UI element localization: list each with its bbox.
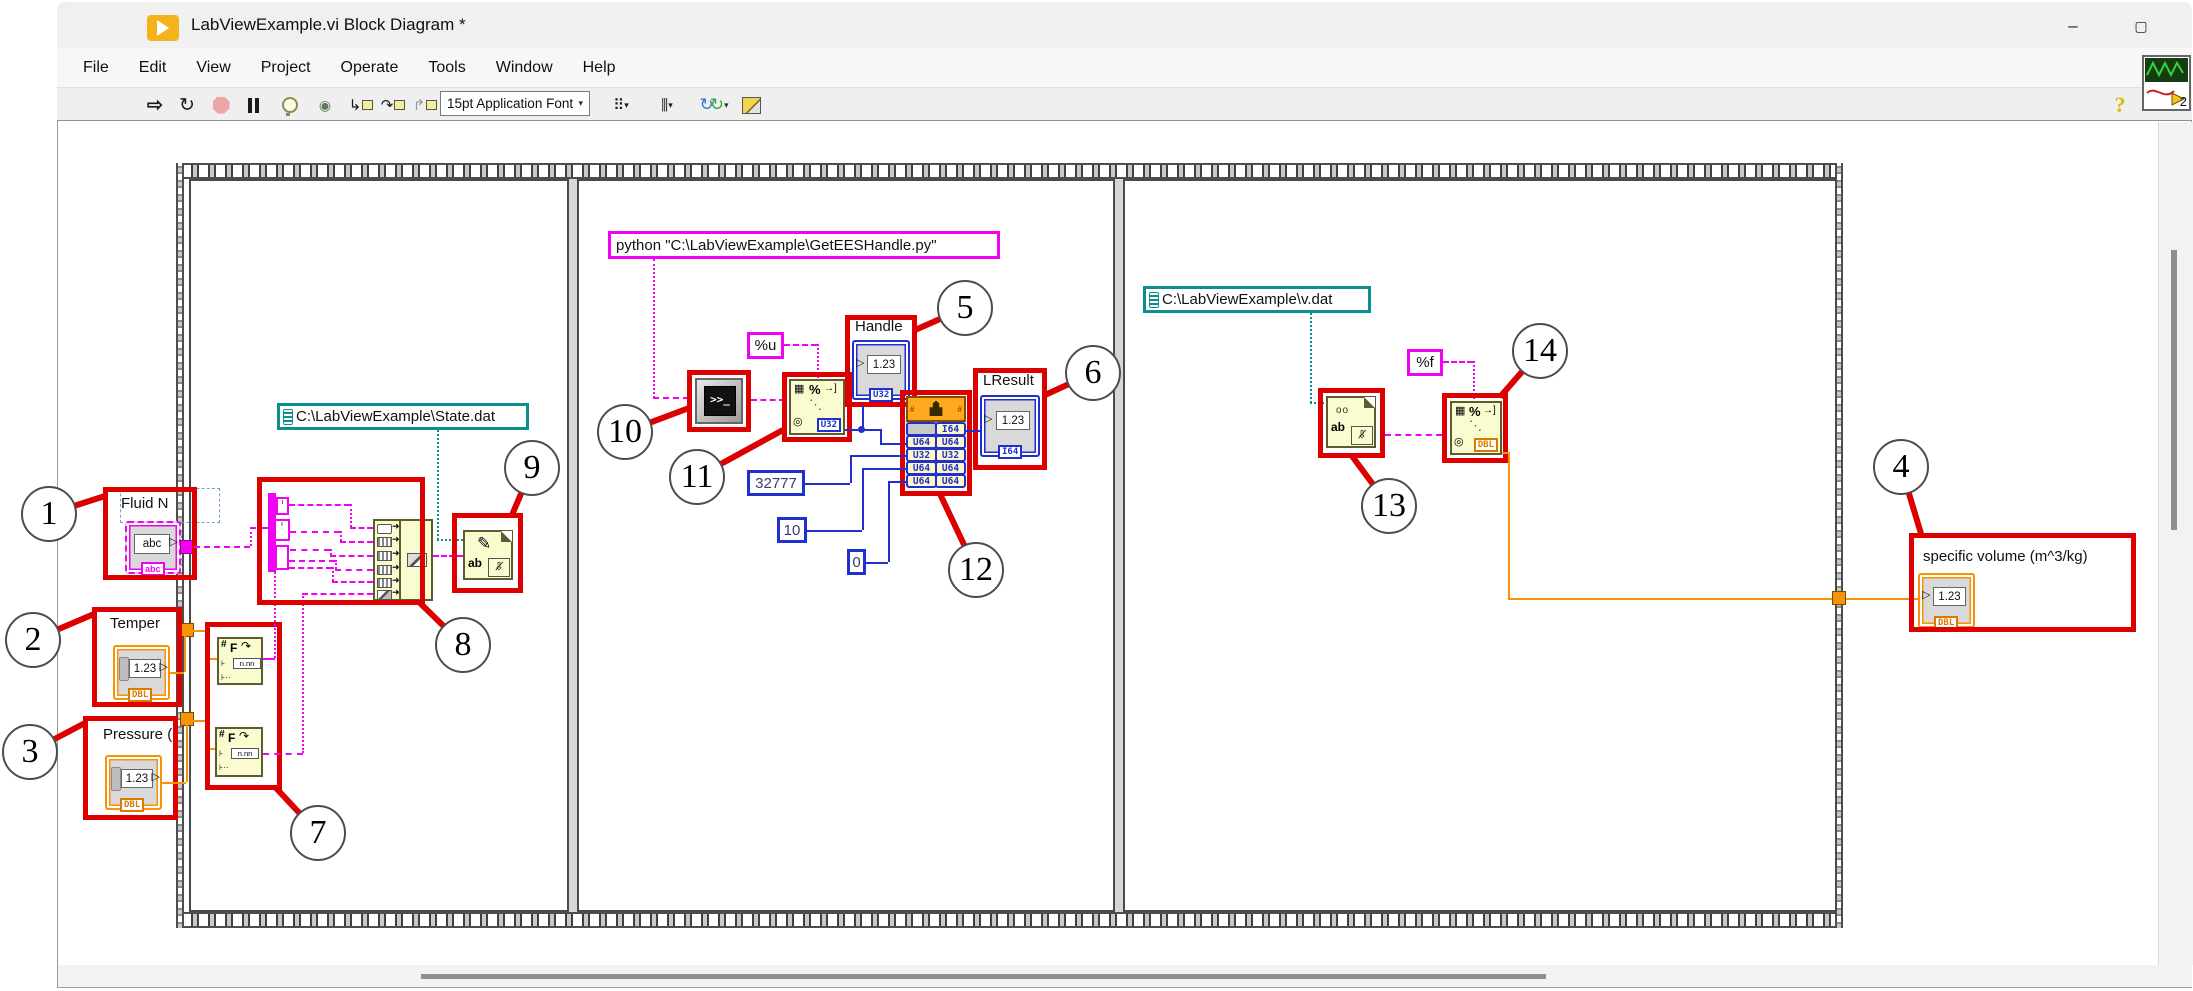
callout-3: 3 (2, 724, 58, 780)
callout-9: 9 (504, 440, 560, 496)
callout-11: 11 (669, 449, 725, 505)
callout-7: 7 (290, 805, 346, 861)
callout-2: 2 (5, 612, 61, 668)
callout-1: 1 (21, 486, 77, 542)
callout-8: 8 (435, 617, 491, 673)
callout-6: 6 (1065, 345, 1121, 401)
callout-4: 4 (1873, 439, 1929, 495)
callout-14: 14 (1512, 323, 1568, 379)
callout-10: 10 (597, 404, 653, 460)
callout-12: 12 (948, 542, 1004, 598)
callout-13: 13 (1361, 478, 1417, 534)
callout-5: 5 (937, 280, 993, 336)
